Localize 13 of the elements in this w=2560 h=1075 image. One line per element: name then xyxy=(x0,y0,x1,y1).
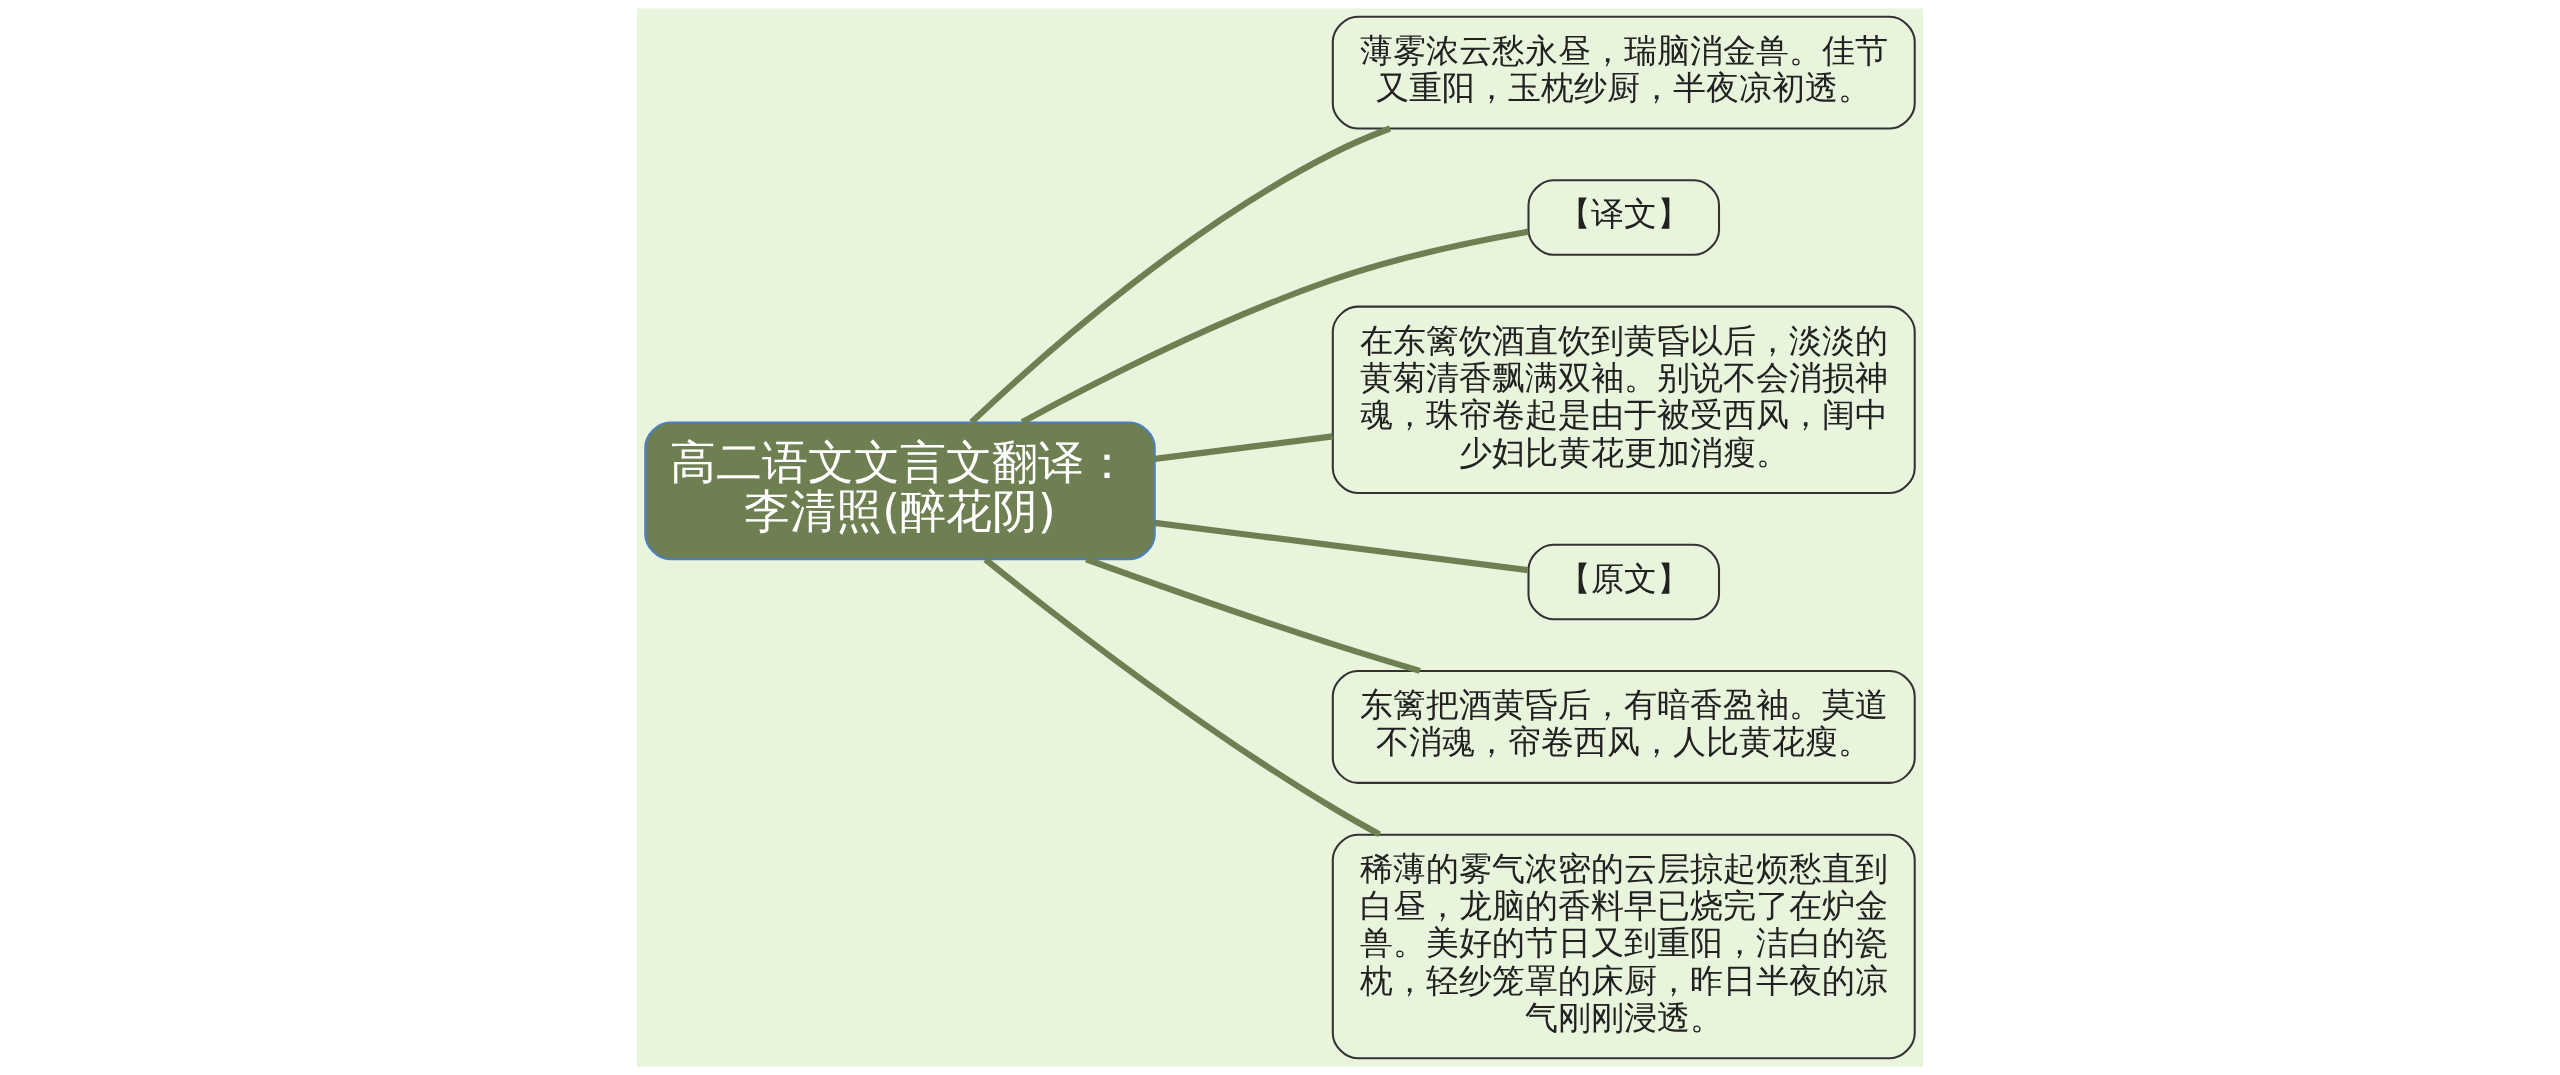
node-box: 高二语文文言文翻译：李清照(醉花阴) xyxy=(644,421,1156,561)
connector xyxy=(969,125,1392,425)
node-box: 【译文】 xyxy=(1527,179,1721,256)
node-box: 在东篱饮酒直饮到黄昏以后，淡淡的黄菊清香飘满双袖。别说不会消损神魂，珠帘卷起是由于被受西风，闺中少妇比黄花更加消瘦。 xyxy=(1331,305,1916,494)
node-box: 稀薄的雾气浓密的云层掠起烦愁直到白昼，龙脑的香料早已烧完了在炉金兽。美好的节日又到重阳，洁白的瓷枕，轻纱笼罩的床厨，昨日半夜的凉气刚刚浸透。 xyxy=(1331,833,1916,1060)
connector xyxy=(1154,519,1529,574)
node-box: 【原文】 xyxy=(1527,543,1721,621)
node-box: 东篱把酒黄昏后，有暗香盈袖。莫道不消魂，帘卷西风，人比黄花瘦。 xyxy=(1331,670,1916,784)
connector xyxy=(1085,556,1421,674)
connector xyxy=(1020,228,1529,425)
connector xyxy=(1154,433,1334,462)
connector xyxy=(983,557,1381,838)
node-box: 薄雾浓云愁永昼，瑞脑消金兽。佳节又重阳，玉枕纱厨，半夜凉初透。 xyxy=(1331,15,1916,130)
